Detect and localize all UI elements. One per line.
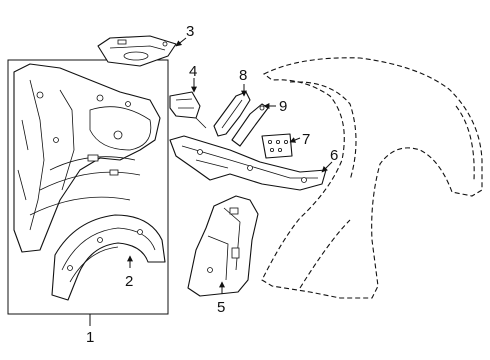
rail-panel [169,135,327,191]
reinforcement-strip [213,91,251,137]
callout-2: 2 [125,273,133,290]
upper-bracket [97,35,177,67]
wheelhouse-panel [51,214,166,301]
small-bracket [169,91,207,129]
callout-7: 7 [302,131,310,148]
callout-9: 9 [279,98,287,115]
callout-4: 4 [189,63,197,80]
inner-quarter-panel [13,63,161,253]
callout-1: 1 [86,329,94,346]
assembly-group-box [7,59,169,315]
leader-lines [89,37,333,326]
callout-8: 8 [239,67,247,84]
small-plate [261,133,293,159]
leader-6 [321,161,333,173]
leader-7 [289,137,301,143]
callout-3: 3 [186,23,194,40]
pillar-panel [187,195,259,297]
callout-5: 5 [217,299,225,316]
leader-3 [175,37,187,47]
quarter-panel-outline [261,57,483,299]
callout-6: 6 [330,147,338,164]
